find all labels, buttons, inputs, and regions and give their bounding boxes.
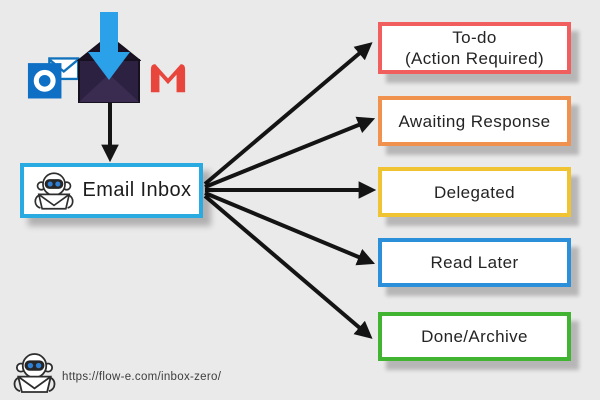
download-arrow-icon xyxy=(88,12,130,80)
category-delegated: Delegated xyxy=(378,167,571,217)
category-todo: To-do (Action Required) xyxy=(378,22,571,74)
category-sublabel: (Action Required) xyxy=(404,49,545,68)
category-label: To-do xyxy=(452,28,497,47)
email-inbox-label: Email Inbox xyxy=(82,179,192,201)
category-label: Awaiting Response xyxy=(398,111,551,131)
category-done-archive: Done/Archive xyxy=(378,312,571,361)
category-label: Delegated xyxy=(433,182,516,202)
outlook-icon xyxy=(27,57,80,99)
category-read-later: Read Later xyxy=(378,238,571,287)
arrow-inbox-to-todo xyxy=(203,42,373,186)
incoming-mail-icon xyxy=(77,12,141,103)
email-inbox-node: Email Inbox xyxy=(20,163,203,218)
arrow-inbox-to-readlater xyxy=(204,191,376,266)
category-label: Done/Archive xyxy=(421,327,528,346)
robot-mascot-icon xyxy=(33,171,74,210)
flow-e-robot-logo-icon xyxy=(13,353,56,393)
category-label: Read Later xyxy=(430,253,519,272)
category-awaiting-response: Awaiting Response xyxy=(378,96,571,146)
source-url: https://flow-e.com/inbox-zero/ xyxy=(62,371,222,383)
arrow-inbox-to-done xyxy=(203,194,373,339)
arrow-inbox-to-awaiting xyxy=(204,116,376,189)
gmail-icon xyxy=(150,64,186,93)
